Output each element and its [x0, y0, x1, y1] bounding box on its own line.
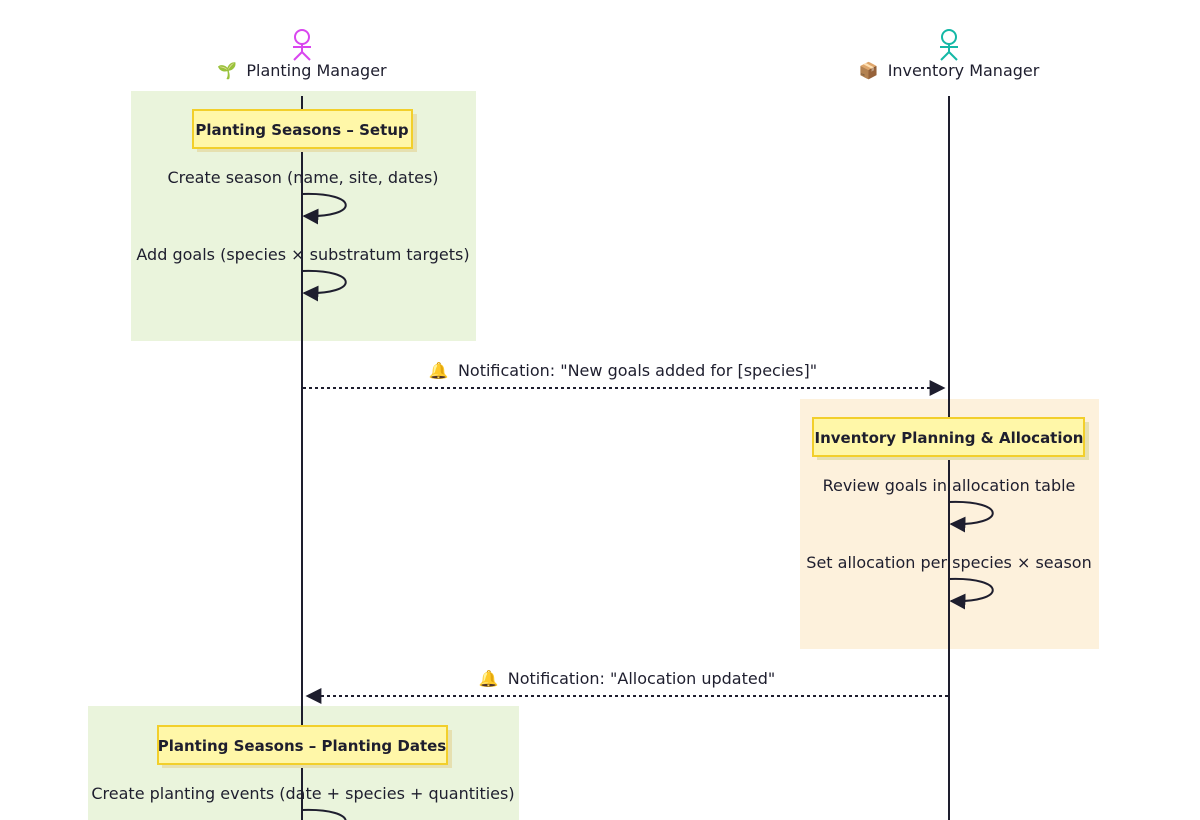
self-message-label: Review goals in allocation table	[823, 476, 1076, 495]
seedling-icon: 🌱	[217, 61, 237, 80]
self-message-label: Create planting events (date + species +…	[91, 784, 514, 803]
self-message-label: Create season (name, site, dates)	[167, 168, 438, 187]
note-allocation	[812, 417, 1085, 457]
note-planting-dates-title: Planting Seasons – Planting Dates	[158, 737, 447, 755]
note-setup	[192, 109, 413, 149]
note-allocation-title: Inventory Planning & Allocation	[815, 429, 1084, 447]
self-message-label: Set allocation per species × season	[806, 553, 1091, 572]
person-icon	[293, 29, 311, 61]
self-message-arrow	[301, 192, 347, 225]
self-message-label: Add goals (species × substratum targets)	[136, 245, 469, 264]
actor-inventory-manager[interactable]	[940, 29, 958, 61]
self-message-arrow	[301, 808, 347, 820]
actor-inventory-manager-label: 📦 Inventory Manager	[859, 61, 1040, 80]
self-message-arrow	[948, 500, 994, 533]
self-message-arrow	[948, 577, 994, 610]
bell-icon: 🔔	[479, 669, 499, 688]
actor-inventory-manager-name: Inventory Manager	[888, 61, 1040, 80]
note-setup-title: Planting Seasons – Setup	[195, 121, 409, 139]
self-message-arrow	[301, 269, 347, 302]
package-icon: 📦	[859, 61, 879, 80]
person-icon	[940, 29, 958, 61]
message-goals-notification-label: 🔔 Notification: "New goals added for [sp…	[429, 361, 817, 380]
actor-planting-manager-name: Planting Manager	[246, 61, 387, 80]
bell-icon: 🔔	[429, 361, 449, 380]
actor-planting-manager-label: 🌱 Planting Manager	[217, 61, 387, 80]
note-planting-dates	[157, 725, 448, 765]
actor-planting-manager[interactable]	[293, 29, 311, 61]
message-allocation-notification-label: 🔔 Notification: "Allocation updated"	[479, 669, 776, 688]
